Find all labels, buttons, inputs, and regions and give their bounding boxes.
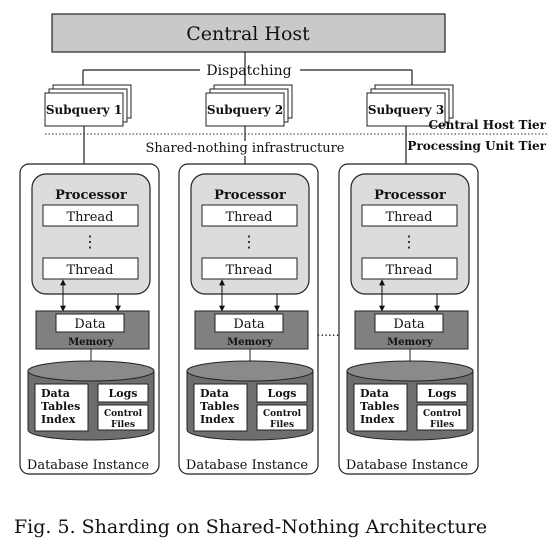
database-cylinder-top [186, 360, 314, 382]
instance-separator-dots: ...... [317, 325, 340, 339]
processor-label: Processor [214, 188, 286, 203]
db-index-text: Index [360, 413, 395, 426]
subquery-stack-1: Subquery 1 [44, 84, 132, 127]
db-logs-box [97, 383, 149, 403]
processor-label: Processor [374, 188, 446, 203]
db-data-text: Data [41, 387, 70, 400]
processing-unit-tier-label: Processing Unit Tier [407, 139, 546, 153]
db-logs-box [416, 383, 468, 403]
thread-box-bottom [361, 257, 458, 280]
thread-label-top: Thread [385, 210, 432, 225]
memory-label: Memory [227, 337, 274, 348]
memory-data-label: Data [393, 317, 424, 332]
thread-label-bottom: Thread [66, 263, 113, 278]
db-index-text: Index [41, 413, 76, 426]
db-control-box [416, 404, 468, 431]
db-logs-text: Logs [268, 387, 297, 400]
figure-caption: Fig. 5. Sharding on Shared-Nothing Archi… [14, 516, 488, 538]
thread-box-top [201, 204, 298, 227]
database-cylinder-top [27, 360, 155, 382]
db-control-box [97, 404, 149, 431]
db-files-text: Files [430, 420, 454, 430]
memory-data-box [55, 313, 125, 333]
db-control-text: Control [263, 409, 302, 419]
memory-data-box [374, 313, 444, 333]
db-logs-text: Logs [428, 387, 457, 400]
thread-label-top: Thread [225, 210, 272, 225]
thread-ellipsis: ⋮ [241, 232, 257, 251]
thread-ellipsis: ⋮ [401, 232, 417, 251]
thread-box-bottom [201, 257, 298, 280]
subquery-label-3: Subquery 3 [368, 103, 444, 117]
db-data-tables-box [34, 383, 89, 432]
database-instance-1: Processor Thread ⋮ Thread Data Memory Da… [19, 163, 160, 475]
db-data-tables-box [193, 383, 248, 432]
db-data-tables-box [353, 383, 408, 432]
thread-box-top [361, 204, 458, 227]
db-data-text: Data [360, 387, 389, 400]
memory-label: Memory [68, 337, 115, 348]
db-files-text: Files [111, 420, 135, 430]
database-instance-label: Database Instance [186, 458, 309, 473]
central-host-label: Central Host [186, 23, 310, 45]
processor-label: Processor [55, 188, 127, 203]
central-host-box [51, 13, 446, 53]
database-cylinder-top [346, 360, 474, 382]
subquery-label-1: Subquery 1 [46, 103, 122, 117]
shared-nothing-label: Shared-nothing infrastructure [145, 141, 344, 156]
db-files-text: Files [270, 420, 294, 430]
db-tables-text: Tables [41, 400, 80, 413]
thread-ellipsis: ⋮ [82, 232, 98, 251]
thread-box-top [42, 204, 139, 227]
db-index-text: Index [200, 413, 235, 426]
db-data-text: Data [200, 387, 229, 400]
db-tables-text: Tables [360, 400, 399, 413]
subquery-stack-3: Subquery 3 [366, 84, 454, 127]
central-host-tier-label: Central Host Tier [428, 118, 546, 132]
subquery-stack-2: Subquery 2 [205, 84, 293, 127]
memory-data-label: Data [233, 317, 264, 332]
thread-label-bottom: Thread [225, 263, 272, 278]
db-logs-box [256, 383, 308, 403]
subquery-label-2: Subquery 2 [207, 103, 283, 117]
dispatching-label: Dispatching [206, 63, 291, 79]
db-logs-text: Logs [109, 387, 138, 400]
memory-data-box [214, 313, 284, 333]
db-control-text: Control [104, 409, 143, 419]
db-control-text: Control [423, 409, 462, 419]
memory-label: Memory [387, 337, 434, 348]
thread-label-bottom: Thread [385, 263, 432, 278]
memory-data-label: Data [74, 317, 105, 332]
database-instance-2: Processor Thread ⋮ Thread Data Memory Da… [178, 163, 319, 475]
db-tables-text: Tables [200, 400, 239, 413]
database-instance-label: Database Instance [346, 458, 469, 473]
thread-box-bottom [42, 257, 139, 280]
database-instance-label: Database Instance [27, 458, 150, 473]
database-instance-3: Processor Thread ⋮ Thread Data Memory Da… [338, 163, 479, 475]
thread-label-top: Thread [66, 210, 113, 225]
db-control-box [256, 404, 308, 431]
